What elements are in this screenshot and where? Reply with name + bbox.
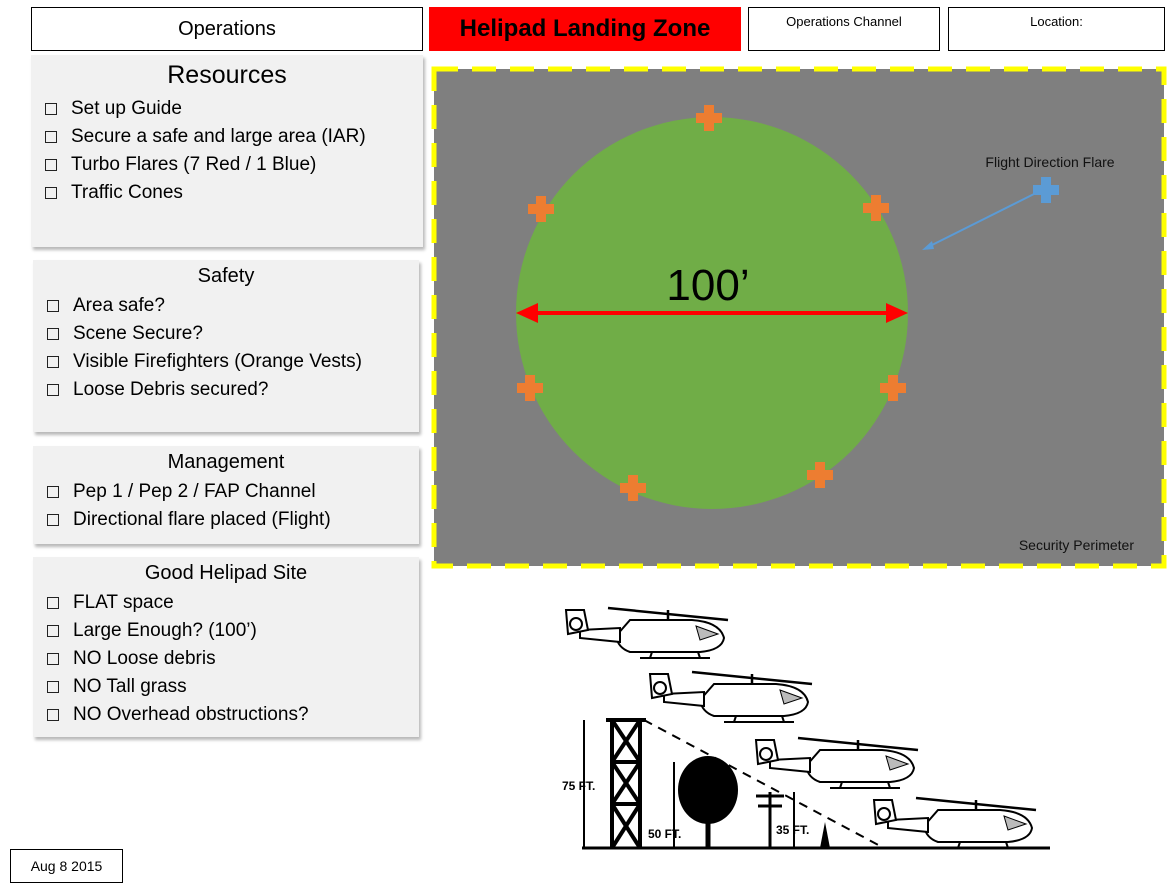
checklist-item[interactable]: NO Tall grass bbox=[47, 673, 413, 701]
management-title: Management bbox=[167, 451, 285, 473]
checkbox-icon[interactable] bbox=[45, 131, 57, 143]
checkbox-icon[interactable] bbox=[47, 486, 59, 498]
utility-pole-icon bbox=[756, 792, 795, 848]
checklist-item[interactable]: Traffic Cones bbox=[45, 179, 417, 207]
checklist-item-label: Secure a safe and large area (IAR) bbox=[71, 126, 366, 147]
checklist-item-label: Loose Debris secured? bbox=[73, 379, 269, 400]
tower-icon bbox=[583, 718, 646, 850]
safety-checklist: Area safe? Scene Secure? Visible Firefig… bbox=[47, 292, 413, 404]
operations-channel-label: Operations Channel bbox=[786, 14, 902, 29]
date-stamp: Aug 8 2015 bbox=[10, 849, 123, 883]
checklist-item-label: Pep 1 / Pep 2 / FAP Channel bbox=[73, 481, 316, 502]
perimeter-label: Security Perimeter bbox=[1019, 537, 1134, 553]
small-tree-icon bbox=[820, 822, 830, 848]
checklist-item[interactable]: Secure a safe and large area (IAR) bbox=[45, 123, 417, 151]
checklist-item-label: Traffic Cones bbox=[71, 182, 183, 203]
approach-clearance-illustration: 75 FT. 50 FT. 35 FT. bbox=[562, 606, 1050, 850]
helipad-site-checklist: FLAT space Large Enough? (100’) NO Loose… bbox=[47, 589, 413, 729]
checkbox-icon[interactable] bbox=[47, 384, 59, 396]
checklist-item-label: Scene Secure? bbox=[73, 323, 203, 344]
checkbox-icon[interactable] bbox=[45, 103, 57, 115]
checklist-item[interactable]: Large Enough? (100’) bbox=[47, 617, 413, 645]
page-title: Helipad Landing Zone bbox=[429, 7, 741, 51]
helicopter-icon bbox=[648, 670, 814, 724]
page-title-text: Helipad Landing Zone bbox=[459, 15, 711, 42]
tree-icon bbox=[673, 756, 738, 848]
landing-zone-diagram: 100’ Flight Direction Flare Security Per… bbox=[431, 66, 1167, 569]
checkbox-icon[interactable] bbox=[47, 356, 59, 368]
checkbox-icon[interactable] bbox=[47, 653, 59, 665]
resources-panel: Resources Set up Guide Secure a safe and… bbox=[31, 55, 423, 247]
checklist-item[interactable]: NO Loose debris bbox=[47, 645, 413, 673]
approach-slope-line bbox=[643, 719, 885, 849]
checklist-item-label: NO Loose debris bbox=[73, 648, 216, 669]
checklist-item[interactable]: Directional flare placed (Flight) bbox=[47, 506, 413, 534]
management-panel: Management Pep 1 / Pep 2 / FAP Channel D… bbox=[33, 446, 419, 544]
checklist-item-label: Turbo Flares (7 Red / 1 Blue) bbox=[71, 154, 317, 175]
checkbox-icon[interactable] bbox=[47, 597, 59, 609]
checkbox-icon[interactable] bbox=[47, 328, 59, 340]
checkbox-icon[interactable] bbox=[45, 187, 57, 199]
checklist-item[interactable]: Set up Guide bbox=[45, 95, 417, 123]
helicopter-icon bbox=[872, 796, 1038, 850]
checklist-item-label: FLAT space bbox=[73, 592, 174, 613]
operations-header: Operations bbox=[31, 7, 423, 51]
checkbox-icon[interactable] bbox=[47, 709, 59, 721]
tower-height-label: 75 FT. bbox=[562, 779, 595, 793]
checklist-item[interactable]: Area safe? bbox=[47, 292, 413, 320]
checklist-item-label: NO Tall grass bbox=[73, 676, 187, 697]
helipad-site-panel: Good Helipad Site FLAT space Large Enoug… bbox=[33, 557, 419, 737]
date-text: Aug 8 2015 bbox=[30, 858, 103, 874]
checkbox-icon[interactable] bbox=[47, 514, 59, 526]
helipad-site-title: Good Helipad Site bbox=[144, 562, 308, 584]
checkbox-icon[interactable] bbox=[47, 625, 59, 637]
checklist-item[interactable]: Loose Debris secured? bbox=[47, 376, 413, 404]
checkbox-icon[interactable] bbox=[45, 159, 57, 171]
checklist-item-label: NO Overhead obstructions? bbox=[73, 704, 309, 725]
checklist-item[interactable]: Turbo Flares (7 Red / 1 Blue) bbox=[45, 151, 417, 179]
checklist-item-label: Large Enough? (100’) bbox=[73, 620, 257, 641]
pole-height-label: 35 FT. bbox=[776, 823, 809, 837]
security-perimeter-line bbox=[431, 66, 1167, 569]
checklist-item[interactable]: Scene Secure? bbox=[47, 320, 413, 348]
checkbox-icon[interactable] bbox=[47, 300, 59, 312]
checklist-item[interactable]: FLAT space bbox=[47, 589, 413, 617]
flight-direction-arrow bbox=[922, 193, 1035, 250]
operations-label: Operations bbox=[178, 17, 276, 40]
resources-checklist: Set up Guide Secure a safe and large are… bbox=[45, 95, 417, 207]
location-label: Location: bbox=[1030, 14, 1083, 29]
checklist-item-label: Area safe? bbox=[73, 295, 165, 316]
checklist-item-label: Set up Guide bbox=[71, 98, 182, 119]
checklist-item-label: Visible Firefighters (Orange Vests) bbox=[73, 351, 362, 372]
operations-channel-field[interactable]: Operations Channel bbox=[748, 7, 940, 51]
checklist-item[interactable]: NO Overhead obstructions? bbox=[47, 701, 413, 729]
location-field[interactable]: Location: bbox=[948, 7, 1165, 51]
checklist-item[interactable]: Visible Firefighters (Orange Vests) bbox=[47, 348, 413, 376]
helicopter-icon bbox=[564, 606, 730, 660]
checkbox-icon[interactable] bbox=[47, 681, 59, 693]
management-checklist: Pep 1 / Pep 2 / FAP Channel Directional … bbox=[47, 478, 413, 534]
safety-title: Safety bbox=[197, 265, 255, 287]
tree-height-label: 50 FT. bbox=[648, 827, 681, 841]
helicopter-icon bbox=[754, 736, 920, 790]
resources-title: Resources bbox=[167, 61, 287, 89]
flight-flare-label: Flight Direction Flare bbox=[985, 154, 1114, 170]
checklist-item[interactable]: Pep 1 / Pep 2 / FAP Channel bbox=[47, 478, 413, 506]
diameter-arrow bbox=[516, 303, 908, 323]
diameter-label: 100’ bbox=[666, 261, 749, 310]
checklist-item-label: Directional flare placed (Flight) bbox=[73, 509, 331, 530]
safety-panel: Safety Area safe? Scene Secure? Visible … bbox=[33, 260, 419, 432]
